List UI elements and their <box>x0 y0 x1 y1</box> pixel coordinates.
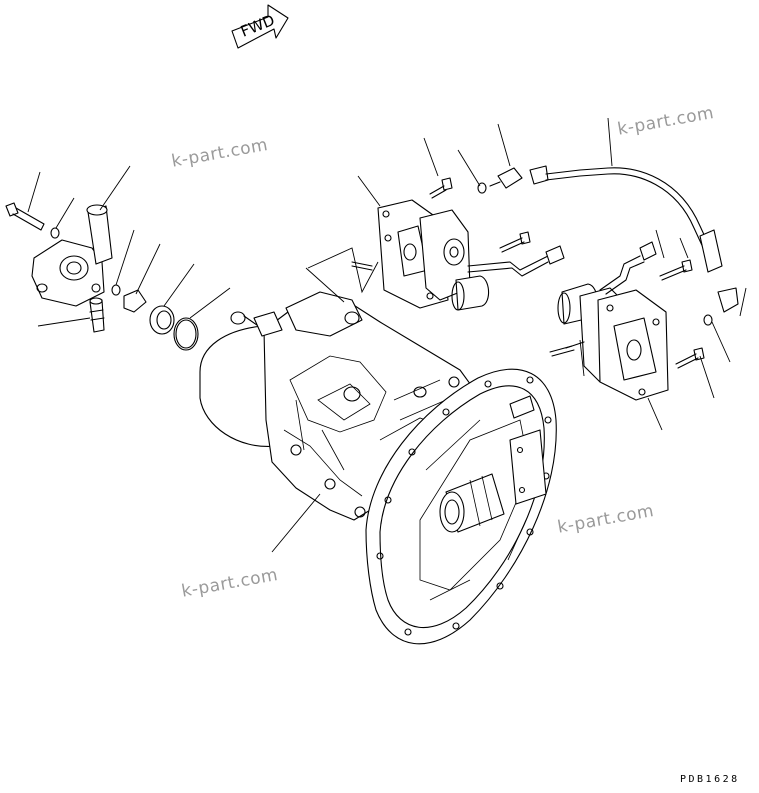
solenoid-icon <box>451 275 490 311</box>
flange-housing <box>365 368 557 645</box>
bolt-icon <box>675 347 705 369</box>
relief-valve-icon <box>89 297 105 333</box>
hose-icon <box>529 165 739 313</box>
pump-cover-icon <box>31 239 105 307</box>
o-ring-icon <box>111 284 121 296</box>
left-parts-group <box>5 165 231 351</box>
right-regulator-group <box>549 229 747 431</box>
coupling-icon <box>123 289 147 313</box>
bolt-icon <box>659 259 693 281</box>
bolt-icon <box>499 231 531 253</box>
bolt-icon <box>429 177 453 199</box>
large-o-ring-icon <box>173 317 199 351</box>
washer-icon <box>50 227 60 239</box>
pump-leader <box>271 493 321 553</box>
drawing-code: PDB1628 <box>680 774 740 785</box>
main-pump-assembly <box>199 291 477 521</box>
ring-icon <box>149 305 175 335</box>
bolt-icon <box>5 202 45 231</box>
upper-regulator-group <box>305 117 739 313</box>
drive-shaft-icon <box>439 473 505 533</box>
forward-arrow-icon <box>231 4 289 49</box>
fitting-icon <box>489 167 523 189</box>
